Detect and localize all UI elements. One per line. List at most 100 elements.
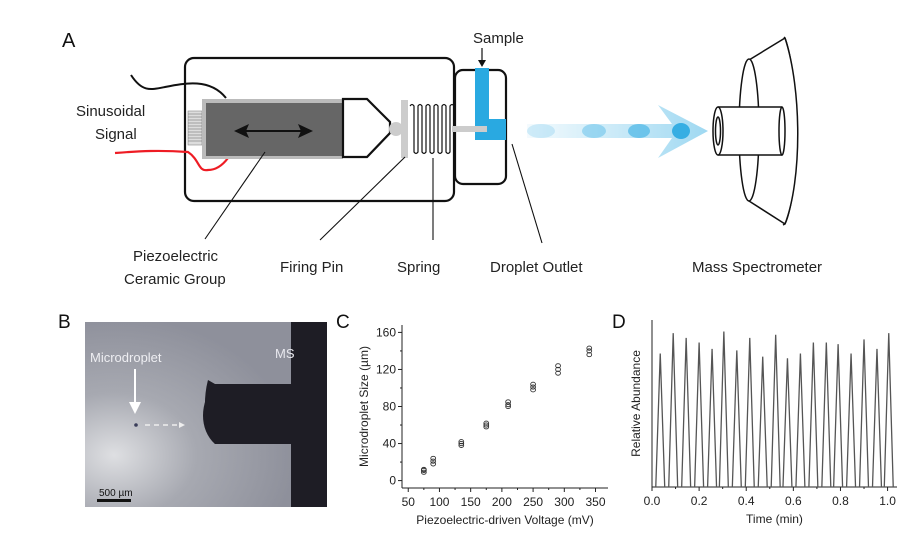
- label-firing-pin: Firing Pin: [280, 259, 343, 276]
- data-point: [586, 352, 593, 358]
- x-tick-label: 1.0: [879, 494, 896, 508]
- data-point: [458, 442, 465, 448]
- data-point: [555, 370, 561, 376]
- panel-b-letter: B: [58, 312, 71, 333]
- label-mass-spectrometer: Mass Spectrometer: [692, 259, 822, 276]
- data-point: [483, 420, 490, 426]
- signal-peak: [832, 344, 844, 488]
- x-axis-label: Time (min): [746, 512, 803, 526]
- label-piezo-1: Piezoelectric: [133, 248, 219, 265]
- data-point: [586, 348, 593, 354]
- double-arrow-icon: [234, 124, 313, 138]
- data-point: [458, 439, 465, 445]
- data-point: [505, 399, 511, 405]
- x-tick-label: 0.2: [691, 494, 708, 508]
- red-wire: [114, 149, 229, 172]
- label-microdroplet: Microdroplet: [90, 350, 162, 365]
- droplet-stream-arrow: [527, 105, 708, 158]
- spring-icon: [409, 103, 455, 155]
- signal-peak: [693, 342, 705, 488]
- y-tick-label: 120: [376, 362, 396, 376]
- data-point: [420, 469, 427, 475]
- signal-peak: [655, 353, 666, 488]
- label-droplet-outlet: Droplet Outlet: [490, 259, 583, 276]
- data-point: [530, 384, 536, 390]
- x-tick-label: 350: [585, 495, 605, 509]
- signal-peak: [718, 331, 729, 488]
- signal-peak: [731, 350, 742, 488]
- signal-peak: [858, 339, 870, 488]
- label-sinusoidal-2: Signal: [95, 126, 137, 143]
- y-tick-label: 160: [376, 325, 396, 339]
- piezo-ceramic-group: [206, 103, 342, 156]
- data-point: [430, 461, 437, 467]
- x-tick-label: 200: [492, 495, 512, 509]
- x-tick-label: 0.8: [832, 494, 849, 508]
- signal-peak: [821, 342, 832, 488]
- y-axis-label: Relative Abundance: [629, 350, 643, 457]
- firing-pin-plate: [401, 100, 408, 158]
- y-axis-label: Microdroplet Size (µm): [357, 346, 371, 467]
- sample-channel: [456, 68, 506, 140]
- signal-peak: [668, 333, 679, 488]
- droplet-4: [672, 123, 690, 139]
- droplet-3: [628, 124, 650, 138]
- y-tick-label: 80: [383, 400, 397, 414]
- back-coil-icon: [187, 110, 203, 146]
- x-tick-label: 0.6: [785, 494, 802, 508]
- signal-peak: [808, 342, 819, 488]
- data-point: [430, 458, 437, 464]
- y-tick-label: 0: [389, 474, 396, 488]
- label-sinusoidal-1: Sinusoidal: [76, 103, 145, 120]
- data-point: [483, 424, 490, 430]
- x-tick-label: 100: [429, 495, 449, 509]
- microdroplet-dot: [134, 423, 138, 427]
- mass-spectrometer-icon: [712, 36, 799, 226]
- label-ms: MS: [275, 346, 295, 361]
- y-tick-label: 40: [383, 437, 397, 451]
- data-point: [530, 381, 536, 387]
- droplet-1: [527, 124, 555, 138]
- data-point: [555, 363, 561, 369]
- signal-peak: [681, 337, 692, 488]
- microdroplet-arrowhead-icon: [129, 402, 141, 414]
- signal-peak: [845, 353, 857, 488]
- panel-a-diagram: A Sample: [62, 30, 822, 288]
- data-point: [530, 387, 536, 393]
- signal-peak: [883, 333, 894, 488]
- leader-lines: [204, 143, 543, 244]
- cone-block: [341, 97, 392, 159]
- panel-c-scatter-chart: 0 40 80 120 160 50 100 150 200 250 300 350Piezoelec…: [357, 325, 608, 527]
- signal-peak: [757, 356, 768, 488]
- x-tick-label: 150: [461, 495, 481, 509]
- label-piezo-2: Ceramic Group: [124, 271, 226, 288]
- signal-peak: [795, 353, 806, 488]
- signal-peak: [770, 334, 781, 488]
- data-point: [420, 466, 427, 473]
- x-tick-label: 0.0: [644, 494, 661, 508]
- scalebar-label: 500 µm: [99, 488, 133, 499]
- panel-b-micrograph: MS Microdroplet 500 µm: [85, 322, 327, 507]
- signal-peak: [871, 348, 883, 488]
- signal-peak: [706, 348, 718, 488]
- x-tick-label: 250: [523, 495, 543, 509]
- data-point: [555, 366, 561, 373]
- scalebar: [97, 499, 131, 502]
- data-point: [430, 455, 437, 461]
- data-point: [586, 345, 593, 351]
- x-tick-label: 300: [554, 495, 574, 509]
- panel-d-letter: D: [612, 312, 626, 333]
- black-wire: [130, 74, 227, 99]
- droplet-2: [582, 124, 606, 138]
- signal-peak: [782, 358, 793, 488]
- x-tick-label: 50: [402, 495, 416, 509]
- panel-c-letter: C: [336, 312, 350, 333]
- sample-arrowhead-icon: [478, 60, 486, 67]
- x-axis-label: Piezoelectric-driven Voltage (mV): [416, 513, 593, 527]
- label-sample: Sample: [473, 30, 524, 47]
- signal-peak: [744, 337, 755, 488]
- panel-a-letter: A: [62, 30, 76, 52]
- data-point: [483, 422, 490, 428]
- data-point: [505, 402, 511, 408]
